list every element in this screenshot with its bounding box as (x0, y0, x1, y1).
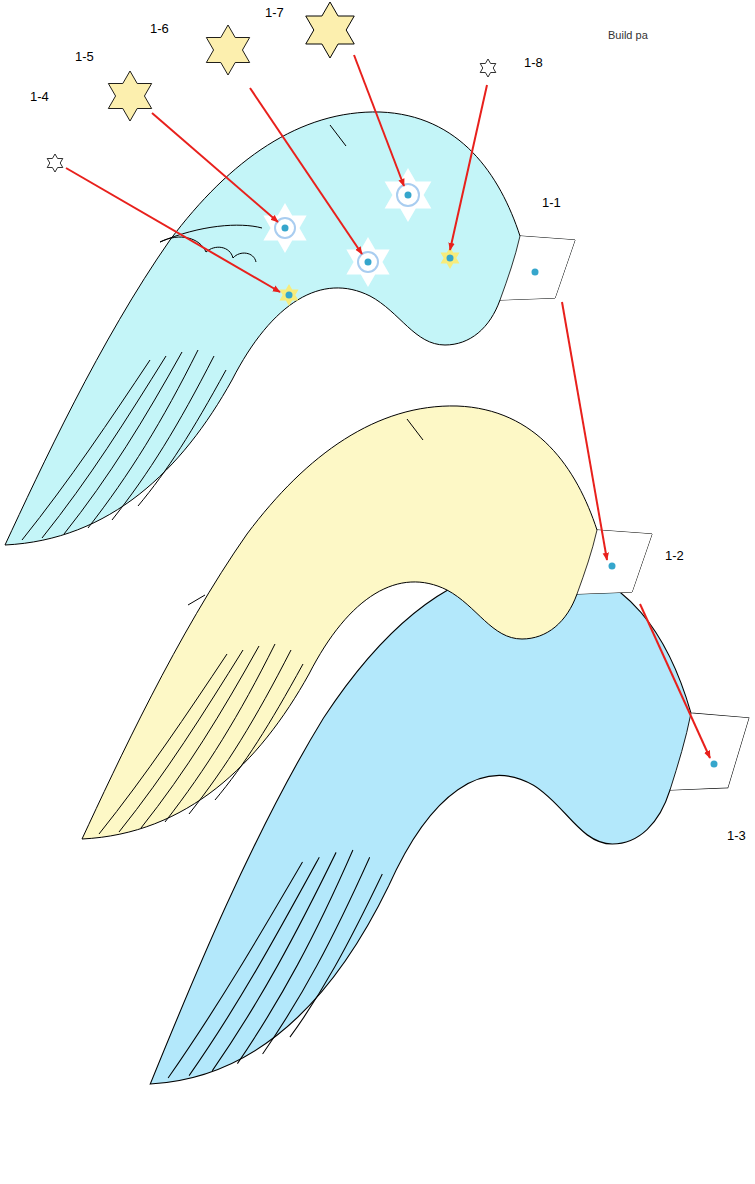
callout-number: 1-7 (265, 6, 284, 19)
callout-number: 1-2 (665, 549, 684, 562)
callout-number: 1-3 (727, 829, 746, 842)
callout-number: 1-4 (30, 90, 49, 103)
callout-number: 1-8 (524, 56, 543, 69)
callout-number: 1-5 (75, 50, 94, 63)
callout-number: 1-6 (150, 22, 169, 35)
callout-number: 1-1 (542, 196, 561, 209)
page-note: Build pa (608, 30, 648, 41)
